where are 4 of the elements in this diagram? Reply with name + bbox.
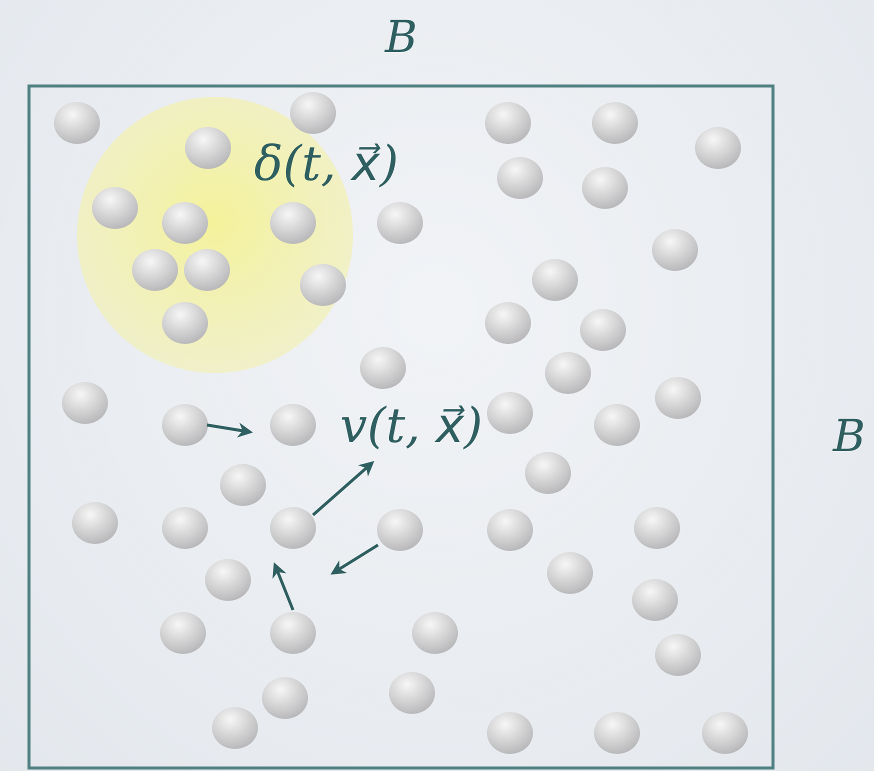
density-label: δ(t, x⃗) — [254, 140, 399, 188]
velocity-label: v(t, x⃗) — [340, 402, 483, 450]
side-length-label: B — [833, 415, 866, 459]
side-length-label: B — [385, 16, 418, 60]
